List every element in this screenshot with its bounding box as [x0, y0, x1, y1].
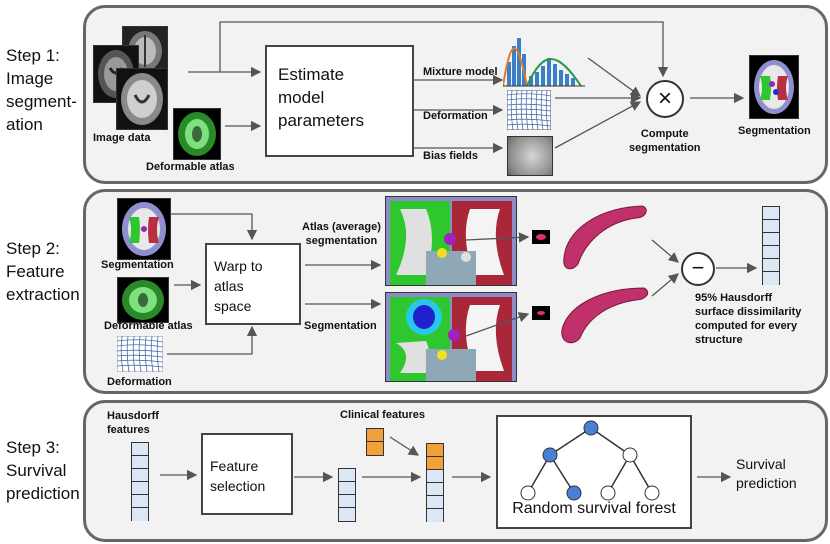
tree-node [600, 485, 616, 501]
compute-segmentation-label: Compute segmentation [629, 128, 701, 154]
segmentation-result-image [749, 55, 799, 119]
mri-slice-3 [116, 68, 168, 130]
multiply-symbol: × [657, 85, 672, 112]
clinical-features-label: Clinical features [340, 409, 425, 421]
deformation-grid [507, 90, 551, 130]
deformable-atlas-input-image [117, 277, 169, 323]
tree-node [542, 447, 558, 463]
atlas-structure-mesh [563, 205, 647, 270]
segmentation-input-image [117, 198, 171, 260]
bias-fields-label: Bias fields [423, 150, 479, 162]
segmentation-input-label: Segmentation [101, 259, 174, 271]
atlas-segmentation-slice [385, 196, 517, 286]
hausdorff-description: 95% Hausdorff surface dissimilarity comp… [695, 292, 802, 346]
tree-node [566, 485, 582, 501]
tree-node [622, 447, 638, 463]
deformable-atlas-input-label: Deformable atlas [104, 320, 193, 332]
atlas-structure-crop [532, 230, 550, 244]
minus-symbol: − [691, 255, 705, 280]
step1-label: Step 1: Image segment- ation [6, 46, 77, 134]
hausdorff-features-vector [131, 442, 149, 521]
step2-label: Step 2: Feature extraction [6, 239, 80, 304]
selected-features-vector [338, 468, 356, 522]
tree-node [644, 485, 660, 501]
random-forest-tree [520, 420, 660, 501]
estimate-parameters-label: Estimate model parameters [278, 65, 364, 130]
feature-selection-label: Feature selection [210, 458, 266, 494]
bias-field-image [507, 136, 553, 176]
subject-structure-mesh [561, 287, 649, 344]
deformable-atlas-label: Deformable atlas [146, 161, 235, 173]
tree-node [520, 485, 536, 501]
combined-features-vector [426, 443, 444, 522]
mixture-histogram [503, 38, 585, 87]
segmentation-label: Segmentation [738, 125, 811, 137]
subject-structure-crop [532, 306, 550, 320]
clinical-features-vector [366, 428, 384, 456]
mixture-model-label: Mixture model [423, 66, 498, 78]
deformation-label: Deformation [423, 110, 488, 122]
deformable-atlas-image [173, 108, 221, 160]
survival-prediction-label: Survival prediction [736, 456, 797, 491]
deformation-input-grid [117, 336, 163, 372]
random-forest-box [496, 415, 692, 529]
atlas-segmentation-label: Atlas (average) segmentation [302, 221, 381, 247]
feature-selection-box [201, 433, 293, 515]
warp-label: Warp to atlas space [214, 258, 263, 314]
segmentation-label-2: Segmentation [304, 320, 377, 332]
random-forest-label: Random survival forest [512, 500, 676, 517]
panel-step3 [83, 400, 828, 542]
image-data-label: Image data [93, 132, 151, 144]
subject-segmentation-slice [385, 292, 517, 382]
minus-operator [681, 252, 715, 286]
step3-label: Step 3: Survival prediction [6, 438, 80, 503]
multiply-operator [646, 80, 684, 118]
hausdorff-vector-output [762, 206, 780, 285]
hausdorff-features-label: Hausdorff features [107, 410, 159, 436]
deformation-input-label: Deformation [107, 376, 172, 388]
warp-box [205, 243, 301, 325]
tree-node [583, 420, 599, 436]
